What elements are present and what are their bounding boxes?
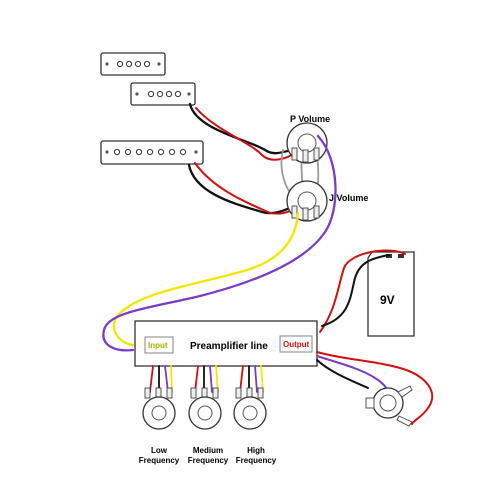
preamp-title: Preamplifier line (190, 341, 268, 352)
battery-wires (319, 249, 406, 333)
output-jack (365, 385, 413, 427)
battery-9v: 9V (367, 251, 415, 337)
pickup-j-bridge (100, 140, 204, 165)
j-volume-label: J Volume (329, 193, 368, 203)
wire-purple (102, 134, 337, 352)
tone-pot-high (233, 387, 267, 430)
high-label-line1: High (247, 446, 265, 455)
wire-p-red (195, 107, 297, 161)
high-label-line2: Frequency (236, 456, 277, 465)
p-volume-label: P Volume (290, 114, 330, 124)
output-wires (316, 351, 434, 425)
signal-wires (102, 134, 337, 352)
wire-battery-red (319, 249, 406, 333)
preamp-box: Input Preamplifier line Output (134, 320, 318, 367)
wire-p-black (188, 102, 294, 155)
tone-pot-medium (188, 387, 222, 430)
tone-pot-low (142, 387, 176, 430)
wire-battery-black (321, 254, 390, 327)
low-label-line2: Frequency (139, 456, 180, 465)
medium-label-line1: Medium (193, 446, 223, 455)
preamp-output-label: Output (283, 340, 310, 349)
low-label-line1: Low (151, 446, 168, 455)
wire-yellow (112, 211, 300, 347)
p-volume-pot (286, 122, 328, 164)
wire-out-red (316, 351, 434, 425)
wire-out-black (316, 359, 369, 389)
j-volume-pot (286, 180, 328, 222)
pickup-p-lower (130, 82, 196, 106)
pickup-p-upper (100, 52, 166, 76)
battery-label: 9V (380, 293, 395, 307)
preamp-input-label: Input (148, 341, 168, 350)
wire-j-red (194, 162, 301, 215)
medium-label-line2: Frequency (188, 456, 229, 465)
wire-j-black (187, 163, 298, 215)
